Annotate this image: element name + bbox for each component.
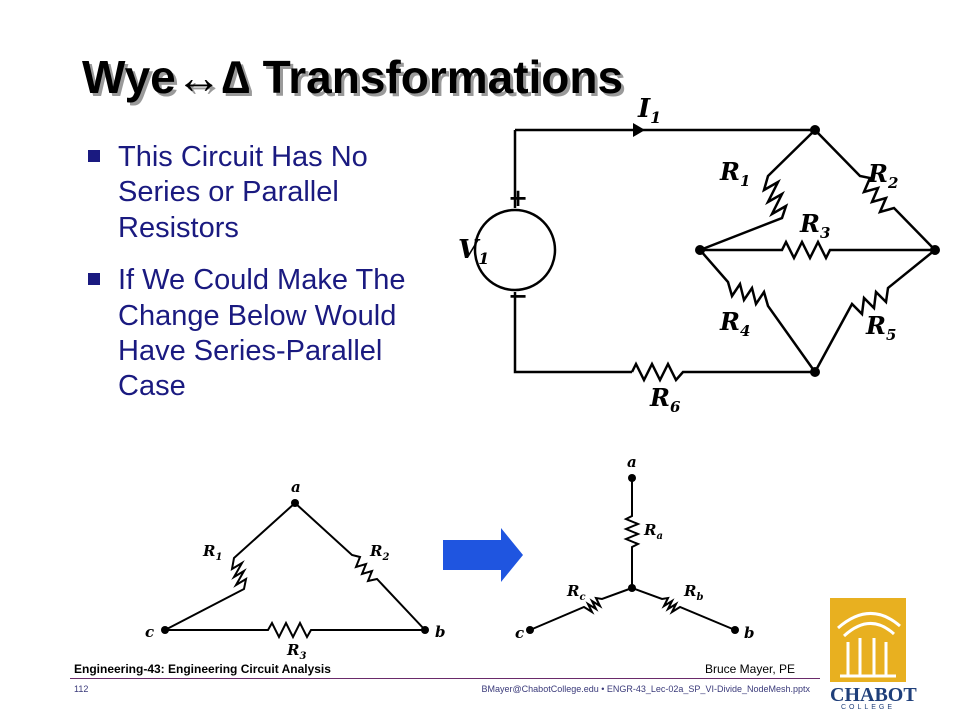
wye-node-a: a bbox=[627, 453, 637, 471]
minus-sign: − bbox=[508, 281, 528, 310]
wye-node-c: c bbox=[515, 624, 524, 642]
bullet-item: This Circuit Has No Series or Parallel R… bbox=[82, 140, 452, 246]
wye-rc-label: Rc bbox=[566, 582, 586, 603]
resistor-r6-label: R6 bbox=[649, 383, 681, 416]
transform-arrow-icon bbox=[443, 528, 523, 582]
bullet-item: If We Could Make The Change Below Would … bbox=[82, 263, 452, 405]
resistor-r3-label: R3 bbox=[799, 209, 830, 242]
footer-course: Engineering-43: Engineering Circuit Anal… bbox=[74, 662, 331, 676]
wye-network-diagram: a c b Ra Rb Rc bbox=[515, 453, 755, 642]
square-bullet-icon bbox=[88, 273, 100, 286]
bullet-list: This Circuit Has No Series or Parallel R… bbox=[82, 140, 452, 422]
source-label: V1 bbox=[458, 235, 489, 268]
logo-name: CHABOT bbox=[830, 684, 917, 706]
slide-title: Wye↔∆ Transformations bbox=[82, 51, 624, 103]
chabot-building-icon bbox=[830, 598, 906, 682]
page-number: 112 bbox=[74, 684, 89, 694]
footer-author: Bruce Mayer, PE bbox=[705, 662, 796, 676]
logo-subtitle: COLLEGE bbox=[840, 704, 896, 711]
resistor-r2-label: R2 bbox=[867, 159, 898, 192]
delta-node-a: a bbox=[291, 478, 301, 496]
wye-ra-label: Ra bbox=[643, 521, 663, 542]
resistor-r4-label: R4 bbox=[719, 307, 750, 340]
wye-node-b: b bbox=[744, 624, 755, 642]
delta-network-diagram: a c b R1 R2 R3 bbox=[145, 478, 446, 662]
bullet-text: This Circuit Has No Series or Parallel R… bbox=[118, 141, 368, 244]
delta-r1-label: R1 bbox=[202, 542, 222, 563]
square-bullet-icon bbox=[88, 150, 100, 162]
delta-r3-label: R3 bbox=[286, 641, 306, 662]
delta-node-b: b bbox=[435, 623, 446, 641]
wye-rb-label: Rb bbox=[683, 582, 703, 603]
delta-node-c: c bbox=[145, 623, 154, 641]
footer-file-info: BMayer@ChabotCollege.edu • ENGR-43_Lec-0… bbox=[481, 684, 810, 694]
bullet-text: If We Could Make The Change Below Would … bbox=[118, 264, 406, 403]
resistor-r5-label: R5 bbox=[865, 311, 896, 344]
delta-r2-label: R2 bbox=[369, 542, 389, 563]
footer-divider bbox=[70, 678, 820, 679]
bridge-circuit-diagram: I1 + − V1 R1 R2 R3 R4 R5 R6 bbox=[458, 95, 940, 416]
resistor-r1-label: R1 bbox=[719, 157, 750, 190]
current-label: I1 bbox=[637, 95, 661, 127]
chabot-college-logo: CHABOT COLLEGE bbox=[830, 598, 917, 716]
plus-sign: + bbox=[508, 183, 528, 212]
